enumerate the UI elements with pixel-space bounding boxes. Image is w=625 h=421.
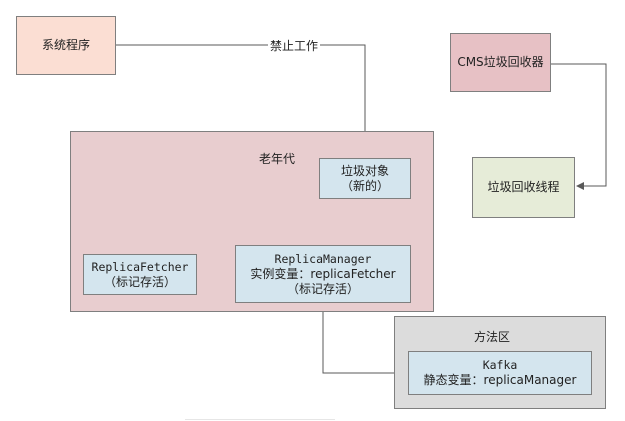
- bottom-divider: [185, 419, 335, 420]
- system-program-label: 系统程序: [41, 38, 90, 52]
- old-generation-label: 老年代: [259, 152, 296, 166]
- replica-manager-status: （标记存活）: [286, 281, 359, 296]
- garbage-object-label: 垃圾对象: [340, 163, 389, 178]
- replica-fetcher-label: ReplicaFetcher: [91, 259, 189, 274]
- replica-fetcher-node: ReplicaFetcher （标记存活）: [83, 254, 197, 295]
- replica-manager-node: ReplicaManager 实例变量：replicaFetcher （标记存活…: [235, 245, 411, 303]
- method-area-label: 方法区: [474, 330, 511, 344]
- garbage-object-sublabel: （新的）: [340, 178, 389, 193]
- gc-thread-label: 垃圾回收线程: [487, 180, 560, 194]
- kafka-label: Kafka: [482, 358, 518, 372]
- system-program-node: 系统程序: [16, 16, 116, 75]
- kafka-node: Kafka 静态变量：replicaManager: [408, 351, 592, 395]
- cms-gc-label: CMS垃圾回收器: [457, 55, 544, 69]
- gc-thread-node: 垃圾回收线程: [472, 157, 575, 218]
- cms-gc-node: CMS垃圾回收器: [450, 33, 551, 92]
- replica-fetcher-status: （标记存活）: [103, 274, 176, 289]
- replica-manager-field: 实例变量：replicaFetcher: [250, 266, 396, 281]
- kafka-field: 静态变量：replicaManager: [423, 373, 577, 387]
- replica-manager-label: ReplicaManager: [274, 251, 372, 266]
- stop-work-label: 禁止工作: [268, 37, 321, 54]
- garbage-object-node: 垃圾对象 （新的）: [319, 158, 411, 199]
